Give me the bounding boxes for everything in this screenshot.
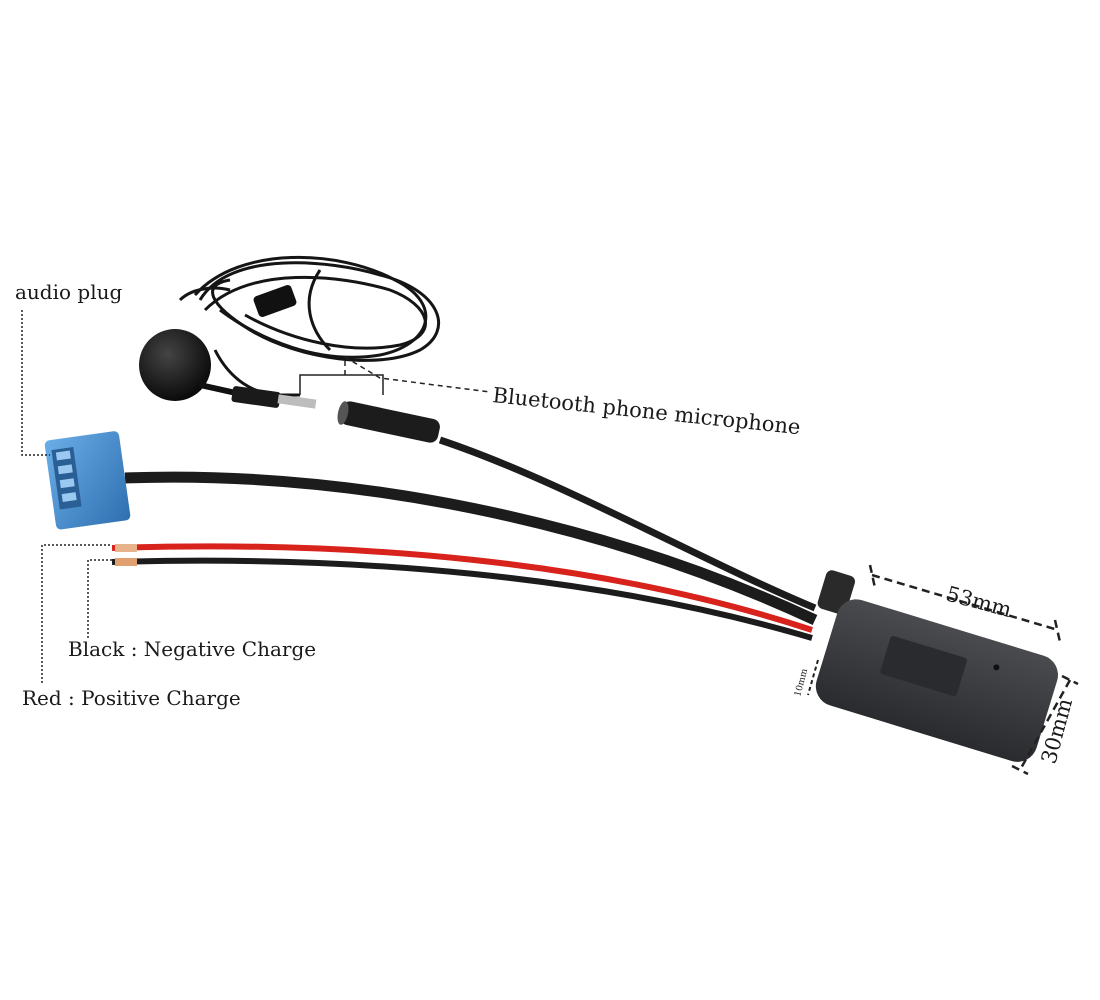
- audio-jack-socket: [337, 401, 440, 443]
- microphone-cable: [438, 436, 817, 612]
- black-wire-leader: [87, 559, 112, 638]
- microphone-clip: [253, 284, 297, 318]
- label-length: 53mm: [944, 582, 1015, 622]
- label-microphone: Bluetooth phone microphone: [491, 383, 801, 439]
- height-dimension-line: [807, 659, 819, 696]
- microphone-foam-icon: [139, 329, 211, 401]
- red-wire-tip: [115, 544, 137, 552]
- microphone-bracket: [299, 374, 384, 395]
- label-black-wire: Black : Negative Charge: [68, 637, 316, 661]
- black-wire-tip: [115, 558, 137, 566]
- red-wire: [111, 543, 813, 633]
- red-wire-leader: [41, 544, 110, 685]
- width-dimension-line: [1011, 674, 1079, 776]
- length-dimension-line: [868, 564, 1062, 643]
- microphone-cable-coil: [178, 255, 440, 397]
- audio-cable: [124, 471, 818, 625]
- audio-plug-leader: [21, 310, 50, 456]
- label-red-wire: Red : Positive Charge: [22, 686, 241, 710]
- black-wire: [111, 557, 813, 641]
- label-height: 10mm: [793, 667, 810, 698]
- blue-connector: [44, 431, 131, 530]
- label-audio-plug: audio plug: [15, 280, 122, 304]
- bluetooth-module: [815, 570, 1058, 762]
- audio-jack-plug: [231, 386, 317, 409]
- microphone-leader: [344, 355, 491, 393]
